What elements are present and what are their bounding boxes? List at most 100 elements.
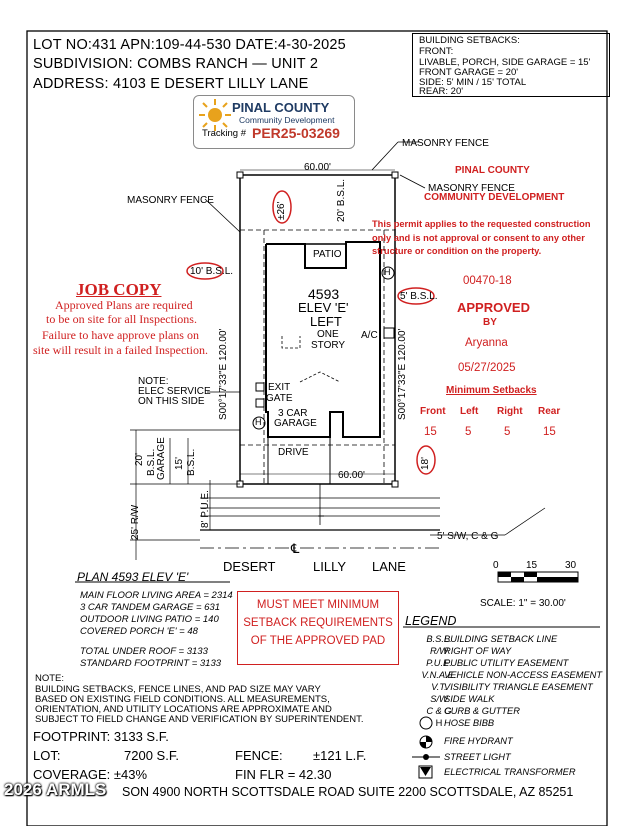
elec-note-1: NOTE: bbox=[138, 376, 169, 387]
legend-desc: SIDE WALK bbox=[444, 694, 495, 704]
approval-dept: COMMUNITY DEVELOPMENT bbox=[424, 192, 565, 203]
must-meet-line-1: MUST MEET MINIMUM bbox=[256, 599, 380, 611]
plan-summary-4: COVERED PORCH 'E' = 48 bbox=[80, 626, 198, 637]
legend-desc: VISIBILITY TRIANGLE EASEMENT bbox=[444, 682, 593, 692]
legend-abbr: P.U.E. bbox=[426, 658, 452, 668]
masonry-fence-left-label: MASONRY FENCE bbox=[127, 195, 214, 206]
legend-desc: FIRE HYDRANT bbox=[444, 736, 513, 746]
approval-county: PINAL COUNTY bbox=[455, 165, 530, 176]
bsl-15-1: 15' bbox=[174, 456, 185, 470]
lot-area-value: 7200 S.F. bbox=[124, 748, 179, 763]
approver-name: Aryanna bbox=[465, 337, 508, 349]
legend-desc: BUILDING SETBACK LINE bbox=[444, 634, 558, 644]
setback-value-rear: 15 bbox=[543, 426, 556, 438]
plan-summary-5: TOTAL UNDER ROOF = 3133 bbox=[80, 646, 208, 657]
address: ADDRESS: 4103 E DESERT LILLY LANE bbox=[33, 76, 309, 92]
pinal-county-stamp: PINAL COUNTY Community Development Track… bbox=[193, 95, 355, 149]
legend-abbr: C & G bbox=[426, 706, 452, 716]
setback-value-front: 15 bbox=[424, 426, 437, 438]
dim-left: S00°17'33"E 120.00' bbox=[218, 328, 229, 420]
company-address: SON 4900 NORTH SCOTTSDALE ROAD SUITE 220… bbox=[122, 785, 574, 799]
legend-abbr: R/W bbox=[429, 646, 449, 656]
setbacks-title: BUILDING SETBACKS: bbox=[419, 35, 520, 46]
pue-label: 8' P.U.E. bbox=[200, 490, 211, 528]
exit-gate-label-2: GATE bbox=[266, 393, 293, 404]
general-note-2: BASED ON EXISTING FIELD CONDITIONS. ALL … bbox=[35, 694, 330, 705]
garage-label-1: 3 CAR bbox=[278, 408, 308, 419]
scale-tick-15: 15 bbox=[526, 560, 538, 571]
min-setbacks-title: Minimum Setbacks bbox=[446, 385, 537, 396]
stamp-tracking-number: PER25-03269 bbox=[252, 125, 340, 141]
legend-desc: CURB & GUTTER bbox=[444, 706, 520, 716]
legend-desc: STREET LIGHT bbox=[444, 752, 511, 762]
approval-date: 05/27/2025 bbox=[458, 362, 516, 374]
right-of-way-label: 25' R/W bbox=[130, 504, 141, 540]
street-name-2: LILLY bbox=[313, 559, 347, 574]
plan-summary-3: OUTDOOR LIVING PATIO = 140 bbox=[80, 614, 219, 625]
stamp-tracking-label: Tracking # bbox=[202, 128, 246, 139]
setback-header-rear: Rear bbox=[538, 406, 561, 417]
legend-desc: PUBLIC UTILITY EASEMENT bbox=[444, 658, 569, 668]
elec-note-2: ELEC SERVICE bbox=[138, 386, 211, 397]
stamp-dept: Community Development bbox=[239, 115, 335, 125]
legend-abbr: V.T. bbox=[431, 682, 447, 692]
setbacks-side: SIDE: 5' MIN / 15' TOTAL bbox=[419, 77, 527, 88]
exit-gate-label-1: EXIT bbox=[268, 382, 291, 393]
house-stories-1: ONE bbox=[317, 329, 339, 340]
fence-value: ±121 L.F. bbox=[313, 748, 367, 763]
fence-label: FENCE: bbox=[235, 748, 283, 763]
setbacks-front-garage: FRONT GARAGE = 20' bbox=[419, 67, 519, 78]
job-copy-line-4: site will result in a failed Inspection. bbox=[33, 343, 208, 357]
dim-bottom: 60.00' bbox=[338, 470, 365, 481]
approval-code: 00470-18 bbox=[463, 275, 512, 287]
legend-desc: VEHICLE NON-ACCESS EASEMENT bbox=[444, 670, 603, 680]
bsl-15-2: B.S.L. bbox=[186, 448, 197, 476]
disclaimer-1: This permit applies to the requested con… bbox=[372, 219, 591, 229]
scale-tick-30: 30 bbox=[565, 560, 577, 571]
plan-summary-2: 3 CAR TANDEM GARAGE = 631 bbox=[80, 602, 220, 613]
job-copy-title: JOB COPY bbox=[76, 280, 162, 299]
setbacks-front: FRONT: bbox=[419, 46, 454, 57]
sun-logo-icon bbox=[199, 99, 231, 131]
hose-bibb-icon: H bbox=[384, 267, 391, 277]
sidewalk-label: 5' S/W, C & G bbox=[437, 531, 499, 542]
footprint: FOOTPRINT: 3133 S.F. bbox=[33, 729, 169, 744]
dim-top: 60.00' bbox=[304, 162, 331, 173]
setbacks-rear: REAR: 20' bbox=[419, 86, 464, 97]
disclaimer-3: structure or condition on the property. bbox=[372, 246, 542, 256]
bsl-garage-3: GARAGE bbox=[156, 437, 167, 480]
scale-tick-0: 0 bbox=[493, 560, 499, 571]
plan-summary-6: STANDARD FOOTPRINT = 3133 bbox=[80, 658, 222, 669]
general-note-1: BUILDING SETBACKS, FENCE LINES, AND PAD … bbox=[35, 684, 321, 695]
coverage: COVERAGE: ±43% bbox=[33, 767, 148, 782]
approval-status: APPROVED bbox=[457, 300, 530, 315]
setback-value-left: 5 bbox=[465, 426, 472, 438]
rear-bsl: 20' B.S.L. bbox=[336, 178, 347, 222]
legend-abbr: H bbox=[435, 718, 443, 728]
setback-header-right: Right bbox=[497, 406, 523, 417]
scale-label: SCALE: 1" = 30.00' bbox=[480, 598, 566, 609]
setback-header-left: Left bbox=[460, 406, 479, 417]
house-plan-number: 4593 bbox=[308, 286, 340, 302]
street-name-1: DESERT bbox=[223, 559, 276, 574]
ac-label: A/C bbox=[361, 330, 378, 341]
legend-desc: HOSE BIBB bbox=[444, 718, 495, 728]
approval-by: BY bbox=[483, 317, 497, 328]
front-offset: 18' bbox=[420, 456, 431, 470]
subdivision: SUBDIVISION: COMBS RANCH — UNIT 2 bbox=[33, 56, 319, 72]
elec-note-3: ON THIS SIDE bbox=[138, 396, 205, 407]
disclaimer-2: only and is not approval or consent to a… bbox=[372, 233, 585, 243]
house-elevation: ELEV 'E' bbox=[298, 300, 349, 315]
centerline-icon: ℄ bbox=[291, 541, 300, 556]
must-meet-line-3: OF THE APPROVED PAD bbox=[250, 635, 386, 647]
job-copy-line-3: Failure to have approve plans on bbox=[42, 328, 199, 342]
house-stories-2: STORY bbox=[311, 340, 346, 351]
general-note-4: SUBJECT TO FIELD CHANGE AND VERIFICATION… bbox=[35, 714, 364, 725]
masonry-fence-right-label: MASONRY FENCE bbox=[428, 183, 515, 194]
garage-label-2: GARAGE bbox=[274, 418, 317, 429]
job-copy-line-2: to be on site for all Inspections. bbox=[46, 312, 197, 326]
must-meet-setback-box: MUST MEET MINIMUM SETBACK REQUIREMENTS O… bbox=[237, 591, 399, 665]
setback-header-front: Front bbox=[420, 406, 446, 417]
